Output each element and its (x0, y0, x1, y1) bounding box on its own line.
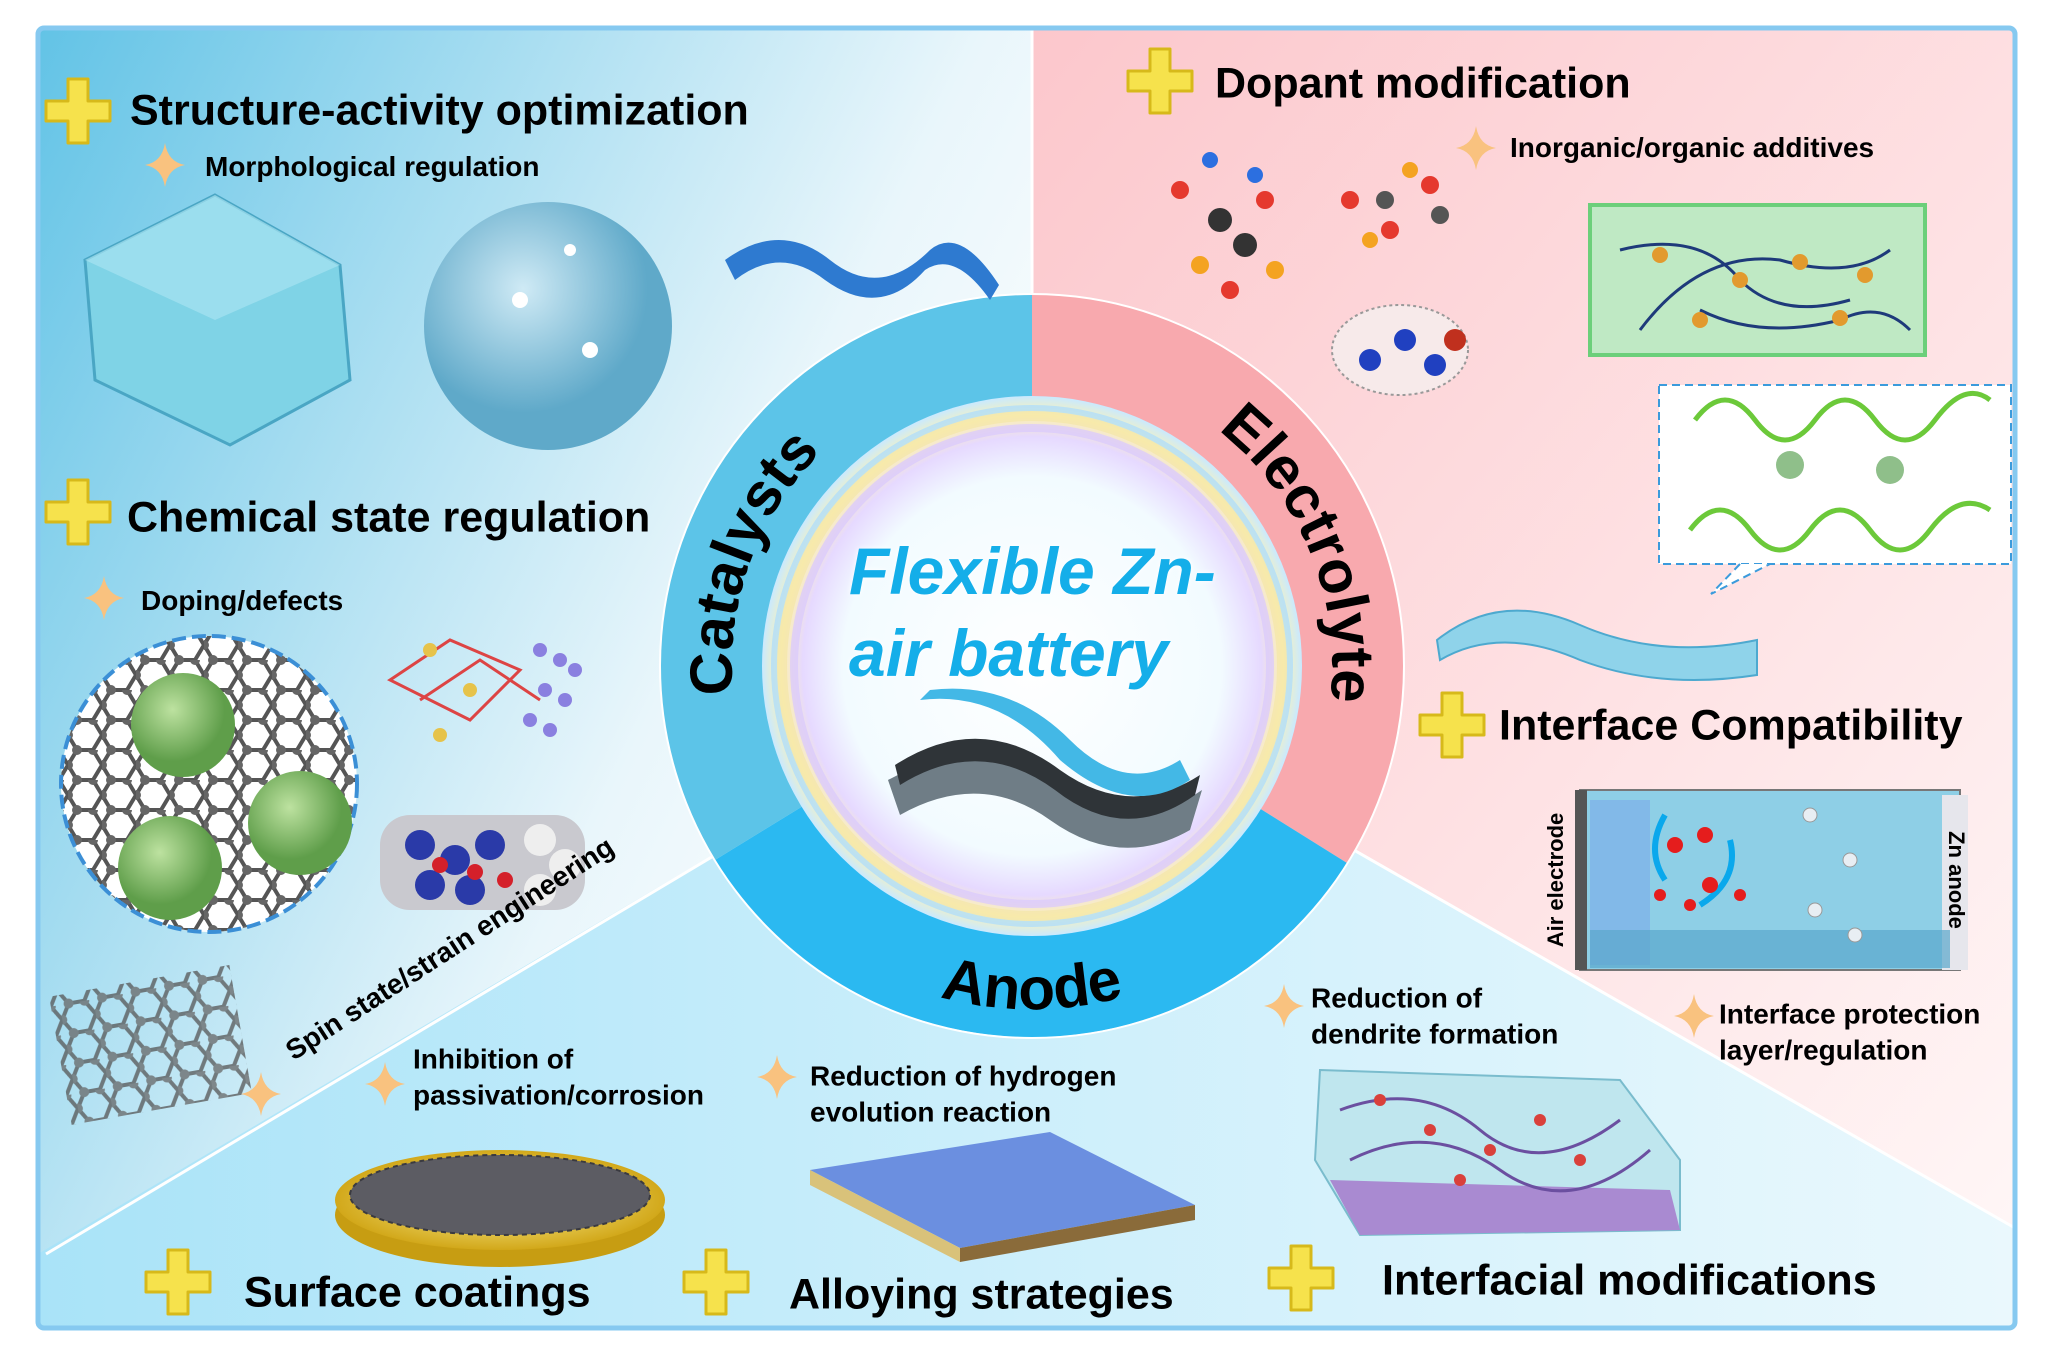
interface-compatibility-heading: Interface Compatibility (1499, 701, 1963, 750)
label-line: passivation/corrosion (413, 1080, 704, 1111)
center-title-line2: air battery (849, 616, 1169, 690)
atomic-spheres-illustration (380, 815, 585, 910)
graphene-sheet-illustration (49, 965, 252, 1125)
hydrogel-structure-callout (1658, 384, 2012, 595)
polymer-network-box-illustration (1588, 203, 1927, 357)
ring-segment-anode (715, 806, 1347, 1038)
label-line: Interface protection (1719, 998, 1981, 1030)
passivation-corrosion-label: Inhibition of passivation/corrosion (413, 1042, 704, 1115)
wavy-sheet-illustration (725, 240, 999, 300)
mesh-molecule-illustration (1331, 304, 1469, 396)
alloy-slab-illustration (810, 1132, 1195, 1262)
crystal-structure-illustration (387, 638, 582, 742)
label-line: layer/regulation (1719, 1035, 1928, 1066)
frame-border (35, 25, 2018, 1331)
graphene-nanoparticles-illustration (59, 634, 359, 934)
chemical-state-heading: Chemical state regulation (127, 493, 651, 542)
flexible-film-illustration (1435, 609, 1758, 681)
electrolyte-cell-illustration (1575, 789, 1968, 971)
dendrite-formation-label: Reduction of dendrite formation (1311, 981, 1558, 1054)
label-line: Reduction of hydrogen (810, 1060, 1117, 1092)
label-line: evolution reaction (810, 1097, 1052, 1128)
surface-coatings-heading: Surface coatings (244, 1268, 591, 1317)
dopant-modification-heading: Dopant modification (1215, 59, 1631, 108)
label-line: Inhibition of (413, 1043, 574, 1075)
zn-anode-label: Zn anode (1944, 831, 1969, 929)
center-title-line1: Flexible Zn- (849, 534, 1216, 608)
hydrogen-evolution-label: Reduction of hydrogen evolution reaction (810, 1059, 1116, 1132)
ring-segment-electrolyte (1032, 294, 1404, 863)
morphological-regulation-label: Morphological regulation (205, 150, 540, 182)
porous-sphere-illustration (424, 202, 672, 450)
molecule-illustration (1341, 162, 1449, 248)
ring-label-anode: Anode (937, 944, 1127, 1022)
air-electrode-label: Air electrode (1543, 812, 1568, 948)
structure-activity-heading: Structure-activity optimization (130, 86, 749, 135)
flexible-battery-illustration (888, 688, 1202, 848)
interface-protection-label: Interface protection layer/regulation (1719, 997, 1980, 1070)
dendrite-box-illustration (1313, 1068, 1681, 1237)
label-line: Reduction of (1311, 982, 1483, 1014)
label-line: dendrite formation (1311, 1019, 1559, 1050)
doping-defects-label: Doping/defects (141, 584, 344, 616)
surface-coating-disc-illustration (335, 1150, 665, 1267)
polyhedron-illustration (83, 193, 352, 447)
alloying-strategies-heading: Alloying strategies (789, 1270, 1174, 1319)
ring-segment-catalysts (660, 294, 1032, 860)
molecule-illustration (1171, 152, 1284, 299)
additives-label: Inorganic/organic additives (1510, 131, 1875, 163)
interfacial-modifications-heading: Interfacial modifications (1382, 1256, 1877, 1305)
